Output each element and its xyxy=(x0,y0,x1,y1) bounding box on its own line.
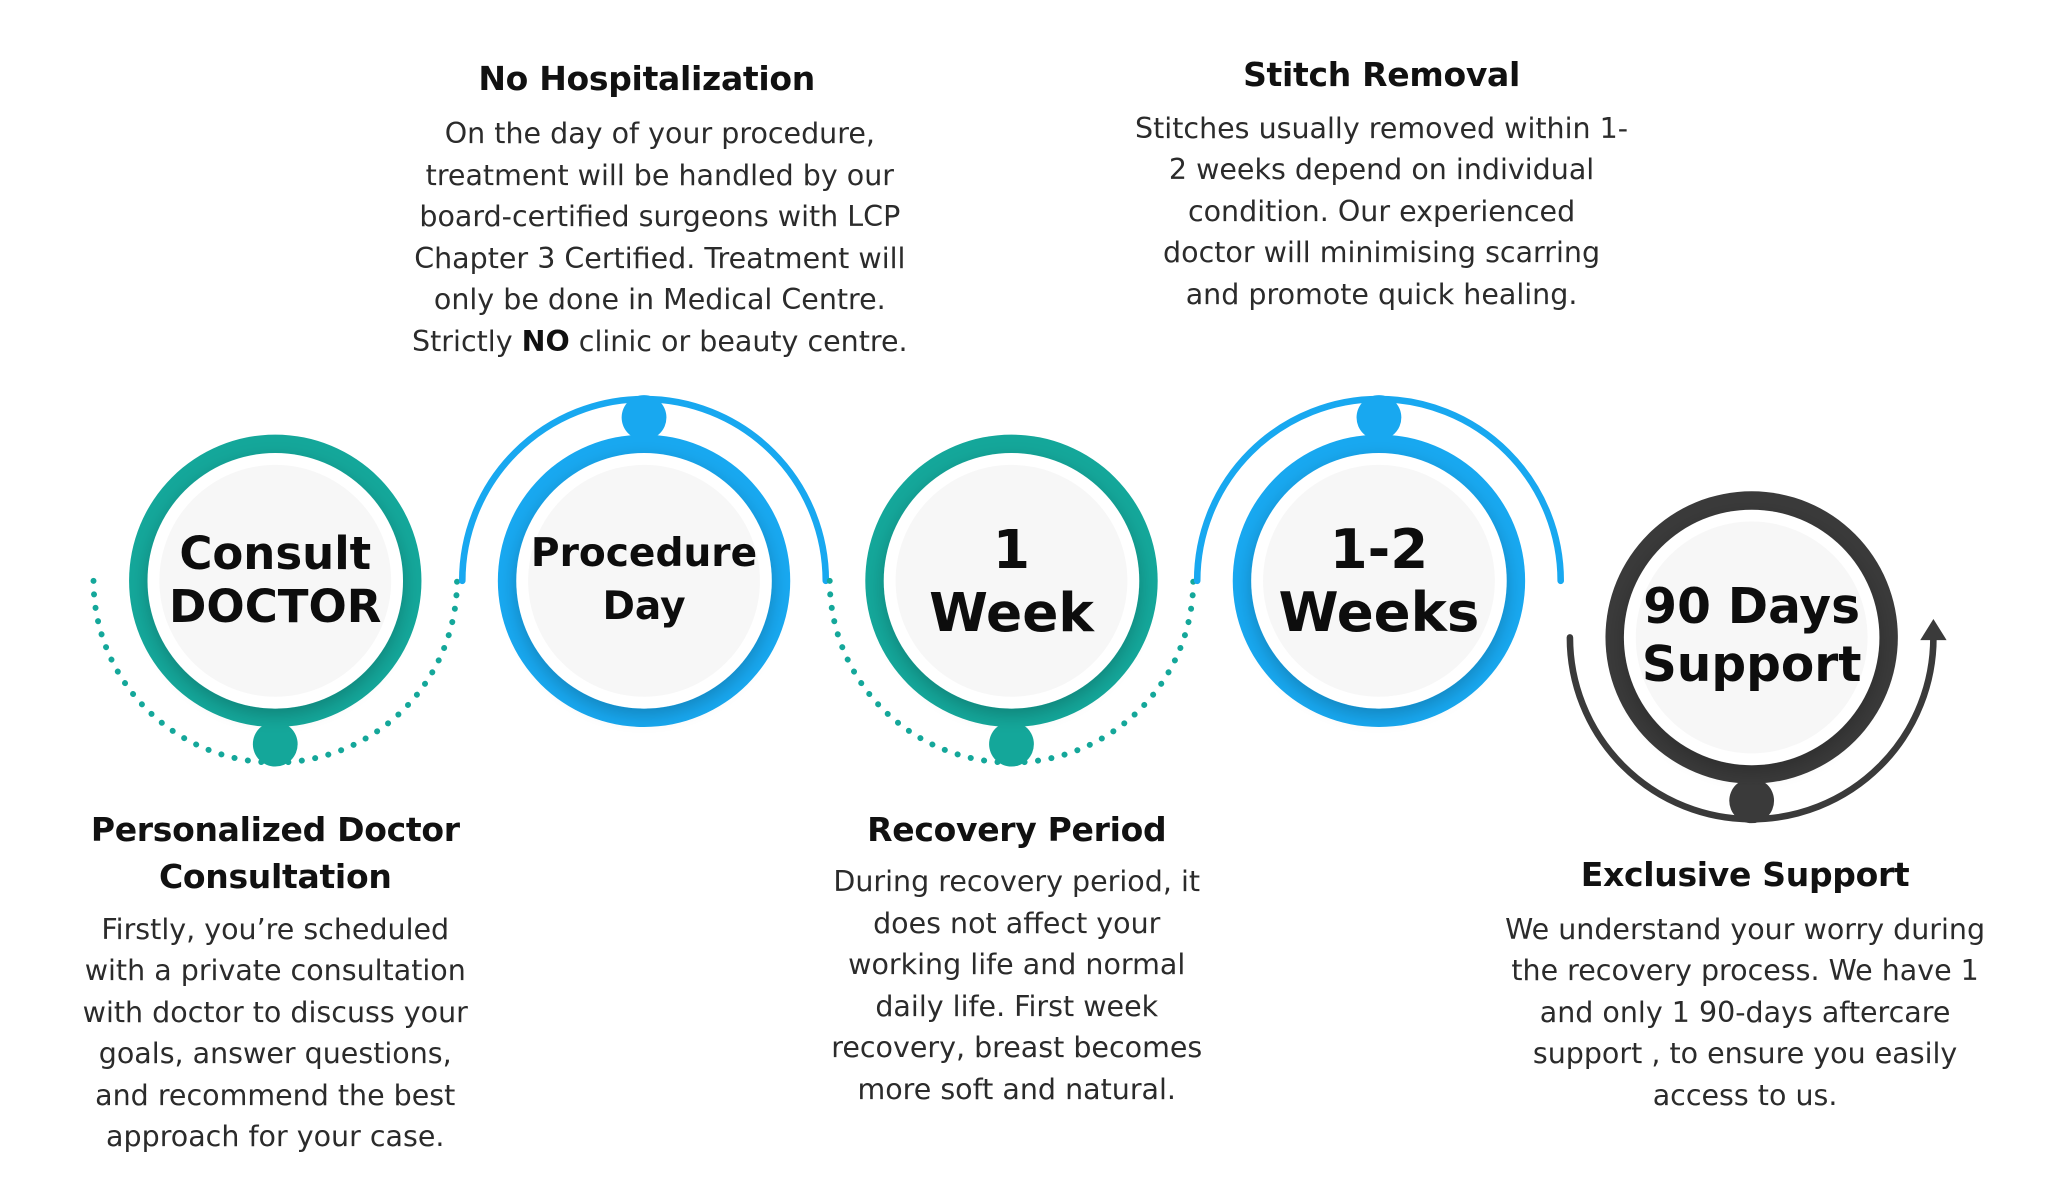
description-line: doctor will minimising scarring xyxy=(1163,236,1601,270)
heading-line: No Hospitalization xyxy=(478,59,815,99)
connector-node xyxy=(989,721,1034,767)
step-support xyxy=(1566,491,1947,824)
description-line: Stitches usually removed within 1- xyxy=(1135,111,1629,145)
step-heading-weeks12: Stitch Removal xyxy=(1118,51,1645,98)
description-line: daily life. First week xyxy=(875,989,1159,1023)
step-disk-inner xyxy=(159,464,392,697)
description-line: approach for your case. xyxy=(106,1120,445,1154)
circle-label-line: DOCTOR xyxy=(169,579,382,633)
step-heading-week1: Recovery Period xyxy=(806,806,1227,853)
step-procedure xyxy=(458,395,830,728)
description-line: working life and normal xyxy=(848,948,1186,982)
description-line: During recovery period, it xyxy=(833,865,1201,899)
circle-label-line: Day xyxy=(602,583,686,629)
description-line: with doctor to discuss your xyxy=(82,995,468,1029)
circle-label-line: 1 xyxy=(992,517,1031,581)
heading-line: Stitch Removal xyxy=(1243,55,1521,95)
description-line: recovery, breast becomes xyxy=(831,1031,1203,1065)
circle-label-line: Week xyxy=(929,580,1094,644)
step-description-weeks12: Stitches usually removed within 1- 2 week… xyxy=(1105,108,1658,316)
description-line: goals, answer questions, xyxy=(98,1037,452,1071)
circle-label-line: Support xyxy=(1641,637,1862,694)
step-disk-inner xyxy=(1263,464,1495,697)
description-emphasis: NO xyxy=(521,324,570,358)
description-text: Strictly xyxy=(412,324,522,358)
description-line: support , to ensure you easily xyxy=(1532,1037,1958,1071)
description-line: On the day of your procedure, xyxy=(444,117,875,151)
description-line: the recovery process. We have 1 xyxy=(1511,954,1979,988)
description-line: board-certified surgeons with LCP xyxy=(419,200,901,234)
description-line: does not affect your xyxy=(873,906,1161,940)
connector-node xyxy=(621,395,667,440)
description-line: more soft and natural. xyxy=(857,1072,1176,1106)
description-line: only be done in Medical Centre. xyxy=(433,283,886,317)
description-line: treatment will be handled by our xyxy=(425,158,894,192)
description-line: Chapter 3 Certified. Treatment will xyxy=(414,241,906,275)
connector-node xyxy=(1729,778,1775,824)
heading-line: Personalized Doctor xyxy=(90,810,460,850)
step-consult xyxy=(90,434,460,767)
timeline-group xyxy=(90,395,1947,824)
step-heading-procedure: No Hospitalization xyxy=(383,55,910,102)
circle-label-line: 90 Days xyxy=(1643,579,1861,636)
connector-node xyxy=(252,721,298,767)
description-line: Strictly NO clinic or beauty centre. xyxy=(383,321,936,363)
description-line: with a private consultation xyxy=(84,954,466,988)
description-line: and only 1 90-days aftercare xyxy=(1539,995,1951,1029)
description-line: We understand your worry during xyxy=(1505,912,1986,946)
step-description-week1: During recovery period, it does not affec… xyxy=(793,861,1241,1110)
description-line: and recommend the best xyxy=(95,1078,456,1112)
connector-node xyxy=(1356,395,1402,440)
step-week1 xyxy=(826,434,1197,767)
arrow-head-icon xyxy=(1920,619,1947,641)
step-disk-inner xyxy=(895,464,1128,697)
description-line: access to us. xyxy=(1652,1078,1838,1112)
circle-label-line: Weeks xyxy=(1278,579,1480,644)
heading-line: Consultation xyxy=(158,857,392,897)
step-weeks12 xyxy=(1193,395,1564,728)
circle-label-line: Consult xyxy=(179,527,372,581)
circle-label-line: 1-2 xyxy=(1329,516,1429,581)
heading-line: Recovery Period xyxy=(867,810,1167,850)
step-description-consult: Firstly, you’re scheduled with a private … xyxy=(51,909,499,1158)
description-line: condition. Our experienced xyxy=(1187,194,1576,228)
step-disk-inner xyxy=(528,464,760,697)
heading-line: Exclusive Support xyxy=(1580,854,1910,894)
step-description-procedure: On the day of your procedure, treatment w… xyxy=(383,113,936,362)
description-line: Firstly, you’re scheduled xyxy=(101,912,450,946)
description-line: and promote quick healing. xyxy=(1185,277,1578,311)
step-description-support: We understand your worry during the recov… xyxy=(1469,909,2022,1117)
step-heading-support: Exclusive Support xyxy=(1482,851,2009,898)
description-text: clinic or beauty centre. xyxy=(569,324,908,358)
circle-label-line: Procedure xyxy=(530,531,758,577)
step-disk-inner xyxy=(1635,521,1868,754)
description-line: 2 weeks depend on individual xyxy=(1168,153,1595,187)
